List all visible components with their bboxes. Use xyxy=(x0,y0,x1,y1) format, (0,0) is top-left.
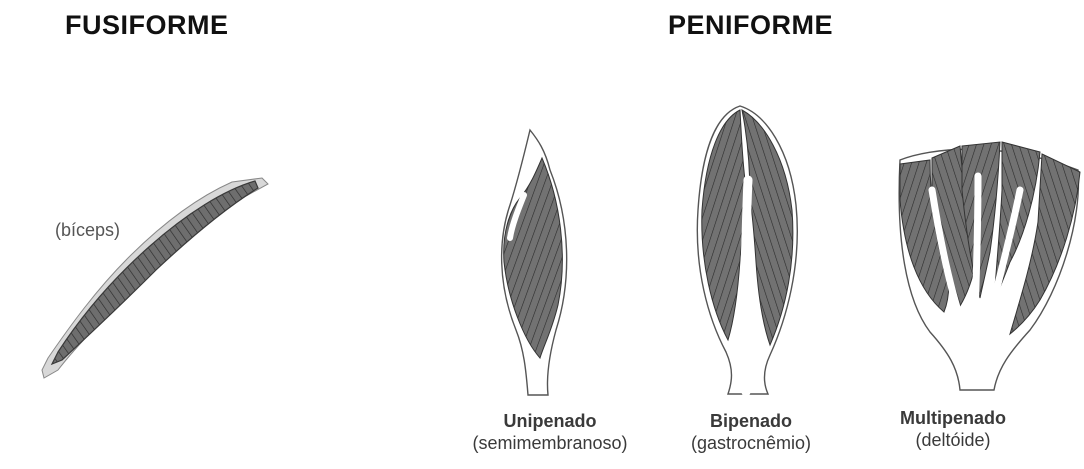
bipennate-example: (gastrocnêmio) xyxy=(690,433,812,453)
bipennate-name: Bipenado xyxy=(709,411,792,431)
fusiform-heading: FUSIFORME xyxy=(65,10,229,40)
multipennate-example: (deltóide) xyxy=(915,430,991,450)
pennate-heading: PENIFORME xyxy=(668,10,834,40)
unipennate-name: Unipenado xyxy=(503,411,597,431)
multipennate-muscle xyxy=(898,141,1081,391)
bipennate-caption: Bipenado (gastrocnêmio) xyxy=(676,410,826,454)
multipennate-name: Multipenado xyxy=(900,408,1006,428)
unipennate-caption: Unipenado (semimembranoso) xyxy=(452,410,648,454)
unipennate-example: (semimembranoso) xyxy=(472,433,628,453)
multipennate-caption: Multipenado (deltóide) xyxy=(878,407,1028,451)
biceps-label: (bíceps) xyxy=(55,220,121,240)
fusiform-muscle xyxy=(41,177,269,379)
unipennate-muscle xyxy=(500,128,568,396)
bipennate-muscle xyxy=(696,105,798,397)
